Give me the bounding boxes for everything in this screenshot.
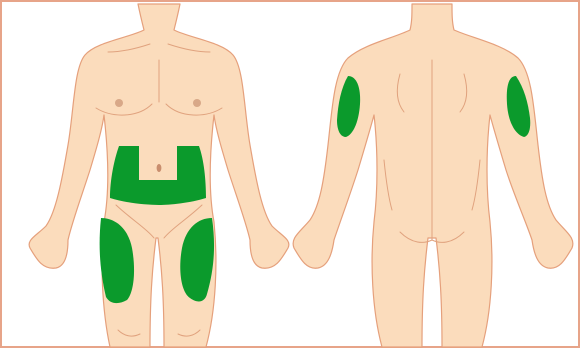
- front-left-nipple: [115, 99, 123, 107]
- front-right-nipple: [193, 99, 201, 107]
